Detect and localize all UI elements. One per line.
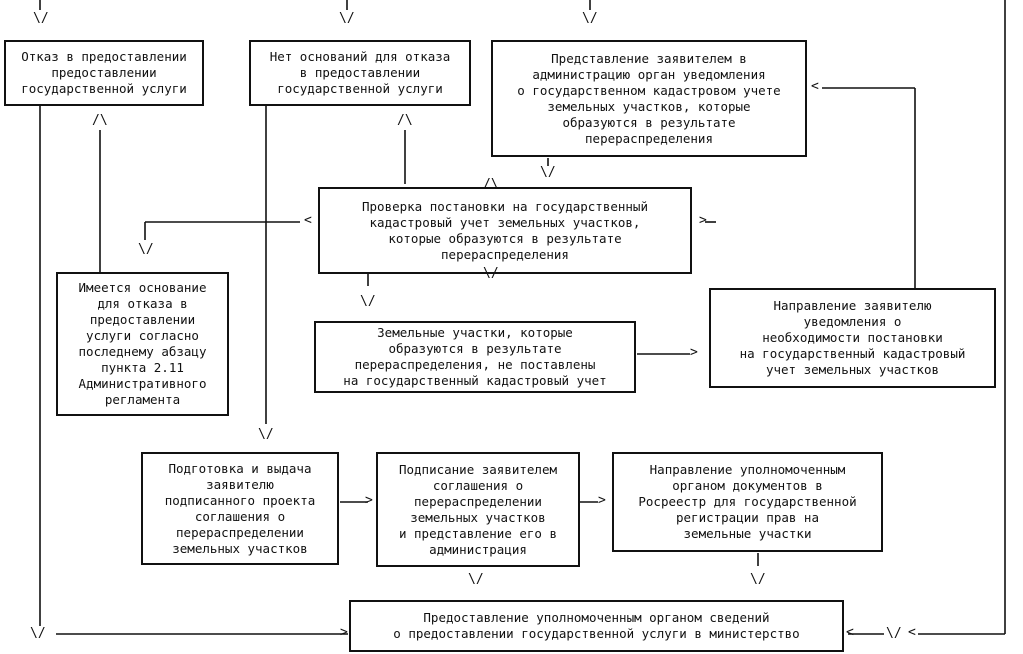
- arrow-up-to-no-grounds: /\: [397, 113, 413, 128]
- arrow-down-top-right: \/: [582, 11, 598, 26]
- not-registered-box: Земельные участки, которые образуются в …: [314, 321, 636, 393]
- arrow-down-from-signing: \/: [468, 572, 484, 587]
- arrow-down-to-prepare: \/: [258, 427, 274, 442]
- applicant-submission-box: Представление заявителем в администрацию…: [491, 40, 807, 157]
- arrow-down-top-left: \/: [33, 11, 49, 26]
- arrow-down-to-grounds: \/: [138, 242, 154, 257]
- arrow-right-to-final: >: [340, 625, 348, 640]
- arrow-down-left-trunk: \/: [30, 626, 46, 641]
- grounds-for-refusal-text: Имеется основание для отказа в предостав…: [78, 280, 207, 407]
- check-registration-text: Проверка постановки на государственный к…: [362, 198, 648, 262]
- arrow-down-from-rosreestr: \/: [750, 572, 766, 587]
- arrow-left-to-submission: <: [811, 79, 819, 94]
- no-grounds-text: Нет оснований для отказа в предоставлени…: [269, 49, 451, 96]
- arrow-down-check-bottom: \/: [483, 266, 499, 281]
- send-to-rosreestr-text: Направление уполномоченным органом докум…: [638, 462, 857, 541]
- arrow-left-right-trunk: <: [908, 625, 916, 640]
- arrow-right-to-rosreestr: >: [598, 493, 606, 508]
- applicant-submission-text: Представление заявителем в администрацию…: [517, 50, 781, 146]
- check-registration-box: Проверка постановки на государственный к…: [318, 187, 692, 274]
- notify-applicant-text: Направление заявителю уведомления о необ…: [739, 298, 966, 377]
- arrow-left-from-check: <: [304, 213, 312, 228]
- arrow-right-to-signing: >: [365, 493, 373, 508]
- refusal-box: Отказ в предоставлении предоставлении го…: [4, 40, 204, 106]
- not-registered-text: Земельные участки, которые образуются в …: [343, 325, 607, 388]
- arrow-up-to-refusal: /\: [92, 113, 108, 128]
- notify-applicant-box: Направление заявителю уведомления о необ…: [709, 288, 996, 388]
- arrow-right-to-notify: >: [690, 345, 698, 360]
- applicant-signing-text: Подписание заявителем соглашения о перер…: [398, 461, 558, 557]
- arrow-down-right-trunk: \/: [886, 626, 902, 641]
- arrow-left-to-final: <: [846, 625, 854, 640]
- no-grounds-box: Нет оснований для отказа в предоставлени…: [249, 40, 471, 106]
- final-info-box: Предоставление уполномоченным органом св…: [349, 600, 844, 652]
- grounds-for-refusal-box: Имеется основание для отказа в предостав…: [56, 272, 229, 416]
- prepare-issue-box: Подготовка и выдача заявителю подписанно…: [141, 452, 339, 565]
- applicant-signing-box: Подписание заявителем соглашения о перер…: [376, 452, 580, 567]
- arrow-up-check-top: /\: [483, 177, 499, 192]
- prepare-issue-text: Подготовка и выдача заявителю подписанно…: [164, 460, 316, 556]
- arrow-down-from-submission: \/: [540, 165, 556, 180]
- arrow-right-from-check: >: [699, 213, 707, 228]
- arrow-down-top-middle: \/: [339, 11, 355, 26]
- send-to-rosreestr-box: Направление уполномоченным органом докум…: [612, 452, 883, 552]
- final-info-text: Предоставление уполномоченным органом св…: [393, 610, 800, 641]
- arrow-down-to-not-registered: \/: [360, 294, 376, 309]
- refusal-text: Отказ в предоставлении предоставлении го…: [21, 49, 187, 96]
